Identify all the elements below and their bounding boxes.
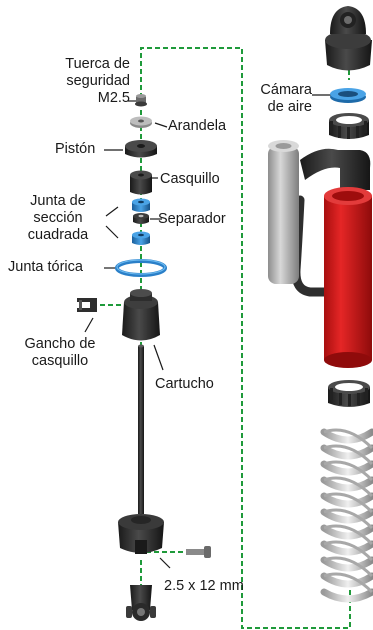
label-lock-nut-line2: seguridad bbox=[66, 73, 130, 89]
label-air-chamber-line2: de aire bbox=[267, 99, 312, 115]
washer-part bbox=[130, 116, 152, 128]
label-screw: 2.5 x 12 mm bbox=[164, 578, 244, 594]
coil-spring-back bbox=[323, 428, 373, 594]
label-lock-nut: Tuerca de seguridad M2.5 bbox=[12, 56, 130, 107]
threaded-collar-lower bbox=[328, 380, 370, 407]
spacer-part bbox=[133, 213, 149, 224]
label-cartridge: Cartucho bbox=[155, 376, 214, 392]
label-bushing-clip-line1: Gancho de bbox=[24, 336, 96, 352]
label-o-ring: Junta tórica bbox=[8, 259, 83, 275]
label-square-seal-line2: sección bbox=[33, 210, 83, 226]
top-cap-part bbox=[325, 6, 372, 71]
piston-part bbox=[125, 140, 157, 158]
air-chamber-seal-part bbox=[330, 88, 366, 103]
label-lock-nut-line1: Tuerca de bbox=[65, 56, 130, 72]
threaded-collar-upper bbox=[329, 113, 369, 139]
label-bushing-clip: Gancho de casquillo bbox=[10, 336, 110, 370]
lower-cup-part bbox=[118, 514, 164, 554]
bushing-part bbox=[130, 170, 152, 195]
label-square-seal-line1: Junta de bbox=[30, 193, 86, 209]
label-lock-nut-line3: M2.5 bbox=[97, 90, 130, 106]
square-seal-upper bbox=[132, 198, 150, 212]
label-spacer: Separador bbox=[158, 211, 226, 227]
label-air-chamber: Cámara de aire bbox=[248, 82, 312, 116]
label-piston: Pistón bbox=[55, 141, 96, 157]
coil-spring-part bbox=[320, 428, 373, 603]
cartridge-part bbox=[122, 289, 160, 341]
bushing-clip-part bbox=[77, 298, 97, 312]
label-bushing: Casquillo bbox=[160, 171, 220, 187]
label-washer: Arandela bbox=[168, 118, 227, 134]
o-ring-part bbox=[115, 259, 167, 277]
square-seal-lower bbox=[132, 231, 150, 245]
shaft-part bbox=[138, 344, 144, 514]
label-bushing-clip-line2: casquillo bbox=[31, 353, 89, 369]
label-square-seal: Junta de sección cuadrada bbox=[8, 193, 108, 244]
label-air-chamber-line1: Cámara bbox=[260, 82, 312, 98]
label-square-seal-line3: cuadrada bbox=[27, 227, 89, 243]
reservoir-part bbox=[268, 140, 371, 297]
rod-end-part bbox=[126, 585, 156, 621]
lock-nut-part bbox=[135, 94, 147, 107]
shock-body-part bbox=[324, 187, 372, 368]
screw-part bbox=[186, 546, 211, 558]
